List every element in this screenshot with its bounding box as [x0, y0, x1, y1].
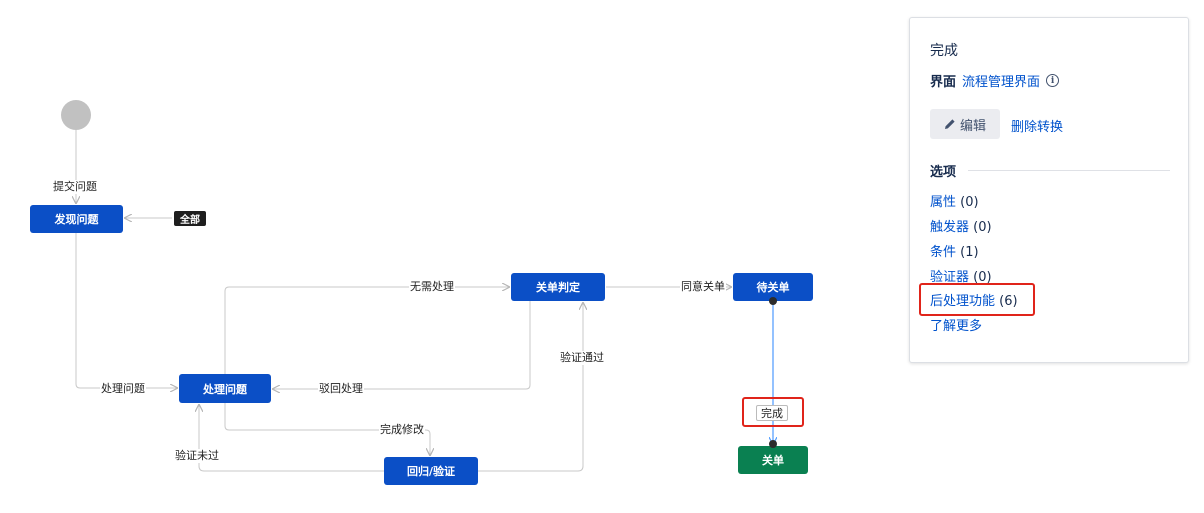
panel-title: 完成 — [930, 43, 958, 59]
info-icon[interactable]: i — [1046, 74, 1060, 87]
options-divider — [968, 170, 1170, 171]
status-pending-close[interactable]: 待关单 — [733, 273, 813, 301]
option-triggers[interactable]: 触发器 (0) — [930, 216, 992, 235]
start-node[interactable] — [61, 100, 91, 130]
option-count: (0) — [973, 220, 992, 235]
option-label: 触发器 — [930, 220, 970, 235]
line-verify-fail — [199, 405, 384, 472]
option-count: (6) — [999, 294, 1018, 309]
screen-label: 界面 — [930, 75, 957, 90]
transition-label-agree-close[interactable]: 同意关单 — [680, 280, 726, 294]
option-count: (0) — [960, 195, 979, 210]
transition-label-no-handle[interactable]: 无需处理 — [409, 280, 455, 294]
transition-label-complete[interactable]: 完成 — [756, 405, 788, 421]
option-label: 属性 — [930, 195, 957, 210]
line-no-handle — [224, 287, 509, 374]
screen-row: 界面 流程管理界面 i — [930, 71, 1060, 90]
option-count: (0) — [973, 270, 992, 285]
line-verify-pass — [478, 303, 583, 472]
option-label: 验证器 — [930, 270, 970, 285]
option-properties[interactable]: 属性 (0) — [930, 191, 979, 210]
transition-label-verify-fail[interactable]: 验证未过 — [174, 449, 220, 463]
delete-transition-link[interactable]: 删除转换 — [1011, 120, 1064, 135]
transition-label-reject[interactable]: 驳回处理 — [318, 382, 364, 396]
transition-end-handle[interactable] — [769, 440, 777, 448]
global-transition-tag[interactable]: 全部 — [174, 211, 206, 226]
option-label: 条件 — [930, 245, 957, 260]
status-found[interactable]: 发现问题 — [30, 205, 123, 233]
transition-label-handle[interactable]: 处理问题 — [100, 382, 146, 396]
option-conditions[interactable]: 条件 (1) — [930, 241, 979, 260]
edit-button-label: 编辑 — [959, 118, 986, 134]
options-heading: 选项 — [930, 165, 957, 180]
option-validators[interactable]: 验证器 (0) — [930, 266, 992, 285]
transition-label-fix-done[interactable]: 完成修改 — [379, 423, 425, 437]
line-reject — [273, 300, 531, 389]
highlight-box-post-functions — [919, 283, 1035, 316]
pencil-icon — [944, 119, 955, 129]
status-closed[interactable]: 关单 — [738, 446, 808, 474]
option-post-functions[interactable]: 后处理功能 (6) — [930, 290, 1018, 309]
learn-more-link[interactable]: 了解更多 — [930, 319, 983, 334]
option-count: (1) — [960, 245, 979, 260]
status-regress-verify[interactable]: 回归/验证 — [384, 457, 478, 485]
workflow-diagram: 发现问题 处理问题 关单判定 待关单 回归/验证 关单 提交问题 全部 无需处理… — [0, 100, 880, 485]
screen-link[interactable]: 流程管理界面 — [962, 75, 1041, 90]
transition-start-handle[interactable] — [769, 297, 777, 305]
highlight-box-transition — [742, 397, 804, 427]
edit-button[interactable]: 编辑 — [930, 109, 1000, 139]
status-close-judge[interactable]: 关单判定 — [511, 273, 605, 301]
line-handle — [75, 232, 177, 388]
line-fix-done — [224, 402, 430, 455]
transition-lines — [0, 130, 880, 472]
transition-details-panel: 完成 界面 流程管理界面 i 编辑 删除转换 选项 属性 (0) 触发器 (0)… — [909, 17, 1189, 363]
transition-label-verify-pass[interactable]: 验证通过 — [559, 351, 605, 365]
status-handle[interactable]: 处理问题 — [179, 374, 271, 403]
option-label: 后处理功能 — [930, 294, 996, 309]
transition-label-submit[interactable]: 提交问题 — [52, 180, 98, 194]
